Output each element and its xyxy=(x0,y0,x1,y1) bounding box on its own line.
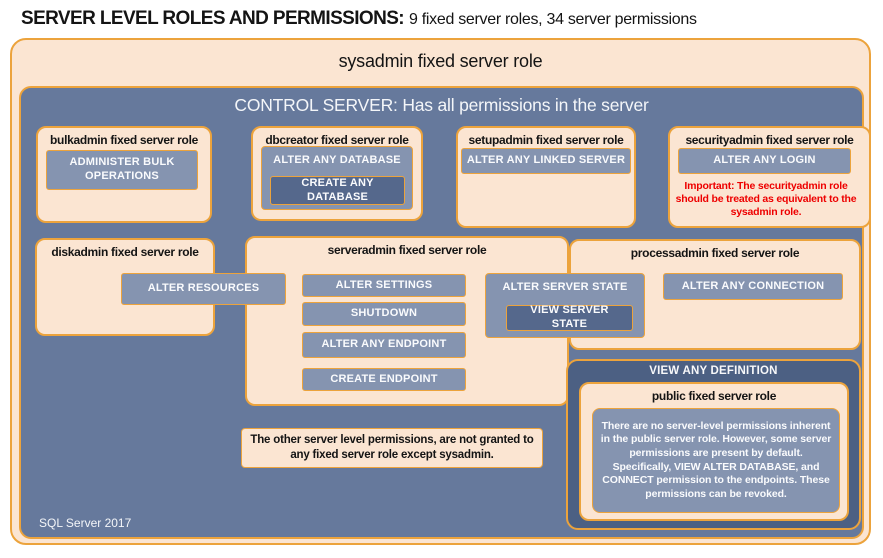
sysadmin-role-box: sysadmin fixed server role CONTROL SERVE… xyxy=(10,38,871,545)
sysadmin-role-title: sysadmin fixed server role xyxy=(338,51,543,71)
serveradmin-title: serveradmin fixed server role xyxy=(327,243,487,257)
role-box-securityadmin: securityadmin fixed server role xyxy=(668,126,871,228)
public-role-title: public fixed server role xyxy=(651,389,777,403)
permission-shutdown: SHUTDOWN xyxy=(302,302,466,326)
permission-alter-any-login: ALTER ANY LOGIN xyxy=(678,148,851,174)
permission-alter-any-connection: ALTER ANY CONNECTION xyxy=(663,273,843,300)
permission-administer-bulk-operations: ADMINISTER BULK OPERATIONS xyxy=(46,150,198,190)
footer-version-label: SQL Server 2017 xyxy=(39,516,132,530)
control-server-box: CONTROL SERVER: Has all permissions in t… xyxy=(19,86,871,539)
permission-alter-any-database-label: ALTER ANY DATABASE xyxy=(273,154,401,166)
other-permissions-note: The other server level permissions, are … xyxy=(241,428,543,468)
dbcreator-title: dbcreator fixed server role xyxy=(265,133,409,147)
permission-create-any-database: CREATE ANY DATABASE xyxy=(270,176,405,205)
permission-alter-any-endpoint: ALTER ANY ENDPOINT xyxy=(302,332,466,358)
bulkadmin-title: bulkadmin fixed server role xyxy=(50,133,198,147)
page-title-main: SERVER LEVEL ROLES AND PERMISSIONS: xyxy=(21,8,405,29)
view-any-definition-box: VIEW ANY DEFINITION public fixed server … xyxy=(566,359,861,530)
view-any-definition-label: VIEW ANY DEFINITION xyxy=(649,365,778,377)
permission-alter-any-database: ALTER ANY DATABASE CREATE ANY DATABASE xyxy=(261,146,413,210)
permission-alter-settings: ALTER SETTINGS xyxy=(302,274,466,297)
permission-create-endpoint: CREATE ENDPOINT xyxy=(302,368,466,391)
permission-alter-resources: ALTER RESOURCES xyxy=(121,273,286,305)
role-box-public: public fixed server role There are no se… xyxy=(579,382,849,521)
permission-alter-server-state-label: ALTER SERVER STATE xyxy=(502,281,628,293)
role-box-setupadmin: setupadmin fixed server role xyxy=(456,126,636,228)
securityadmin-title: securityadmin fixed server role xyxy=(685,133,854,147)
public-role-description: There are no server-level permissions in… xyxy=(592,408,840,513)
permission-alter-server-state: ALTER SERVER STATE VIEW SERVER STATE xyxy=(485,273,645,338)
permission-alter-any-linked-server: ALTER ANY LINKED SERVER xyxy=(461,148,631,174)
permission-view-server-state: VIEW SERVER STATE xyxy=(506,304,633,331)
page-title-subtitle: 9 fixed server roles, 34 server permissi… xyxy=(409,11,697,28)
processadmin-title: processadmin fixed server role xyxy=(630,246,800,260)
control-server-title: CONTROL SERVER: Has all permissions in t… xyxy=(234,95,649,115)
page-title: SERVER LEVEL ROLES AND PERMISSIONS:9 fix… xyxy=(21,8,697,30)
setupadmin-title: setupadmin fixed server role xyxy=(468,133,624,147)
securityadmin-warning: Important: The securityadmin role should… xyxy=(675,180,857,219)
diskadmin-title: diskadmin fixed server role xyxy=(51,245,199,259)
